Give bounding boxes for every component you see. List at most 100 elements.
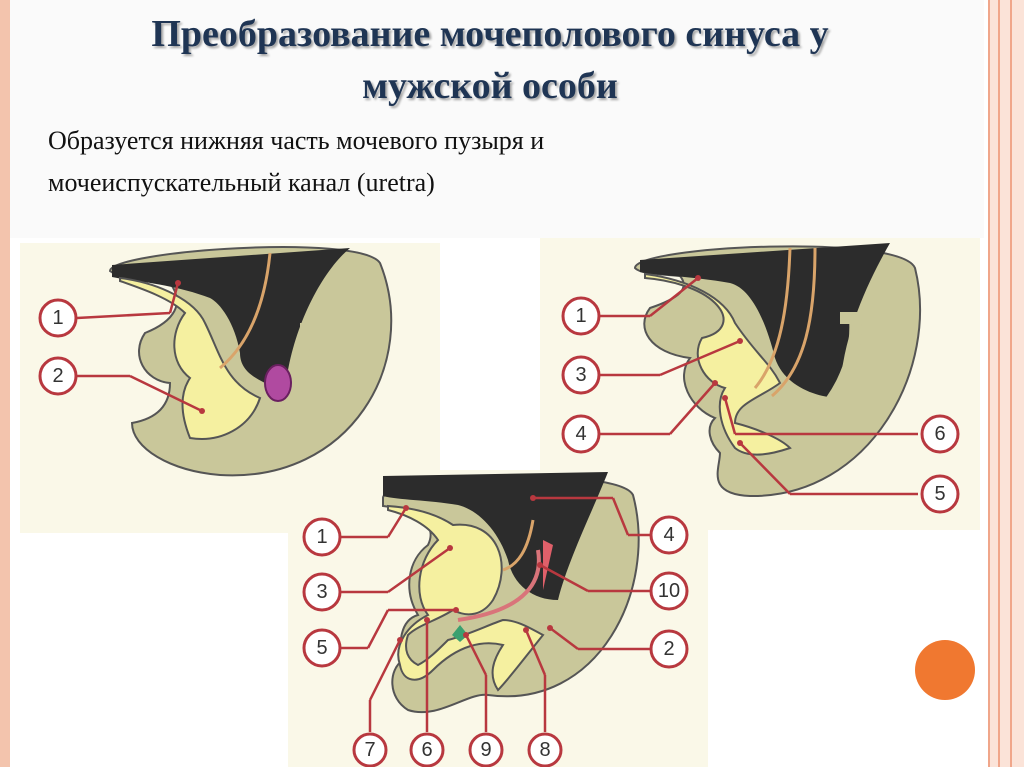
callout-circle — [38, 356, 78, 396]
callout-label: 6 — [421, 739, 432, 761]
seminal-vesicle — [543, 540, 553, 590]
callout-marker: 7 — [352, 732, 388, 767]
callout-marker: 6 — [409, 732, 445, 767]
callout-circle — [302, 517, 342, 557]
figure-top-left: 1 2 — [20, 243, 440, 533]
mesonephric-duct — [219, 252, 272, 370]
callout-label: 1 — [575, 305, 586, 327]
callout-label: 2 — [663, 638, 674, 660]
callout-label: 4 — [663, 524, 674, 546]
callout-dot-5 — [453, 607, 459, 613]
callout-label: 6 — [934, 423, 945, 445]
callout-dot-8 — [523, 627, 529, 633]
callout-marker: 2 — [649, 629, 689, 669]
callout-leader-1b — [649, 277, 699, 317]
slide-title-line-1: Преобразование мочеполового синуса у — [151, 13, 829, 55]
callout-label: 4 — [575, 423, 586, 445]
figure-bottom-center: 1 3 5 4 10 2 7 6 — [288, 470, 708, 767]
callout-dot-4 — [712, 380, 718, 386]
callout-circle — [352, 732, 388, 767]
callout-leader-2b — [549, 627, 579, 650]
body-text-line-1: Образуется нижняя часть мочевого пузыря … — [48, 126, 545, 155]
slide-title-line-2: мужской особи — [362, 65, 618, 107]
ejaculatory-duct — [457, 549, 541, 622]
callout-dot-9 — [463, 632, 469, 638]
slide-title: Преобразование мочеполового синуса у муж… — [40, 8, 940, 112]
callout-label: 10 — [658, 580, 680, 602]
callout-dot-1 — [403, 505, 409, 511]
rectum — [383, 472, 608, 600]
callout-leader-5b — [739, 442, 791, 495]
callout-marker: 10 — [649, 571, 689, 611]
mesonephric-duct — [753, 247, 792, 389]
callout-marker: 3 — [302, 572, 342, 612]
callout-marker: 1 — [38, 298, 78, 338]
callout-marker: 5 — [920, 474, 960, 514]
callout-dot-1 — [695, 275, 701, 281]
callout-marker: 2 — [38, 356, 78, 396]
prostate-gland — [452, 625, 468, 642]
callout-dot-2 — [547, 625, 553, 631]
callout-label: 3 — [316, 581, 327, 603]
orange-circle-icon — [915, 640, 975, 700]
gonad-nodule — [264, 364, 292, 402]
callout-label: 7 — [364, 739, 375, 761]
callout-label: 1 — [316, 526, 327, 548]
callout-leader-8b — [524, 629, 547, 676]
callout-circle — [649, 515, 689, 555]
callout-marker: 8 — [527, 732, 563, 767]
callout-marker: 1 — [302, 517, 342, 557]
callout-leader-3b — [659, 339, 741, 377]
callout-circle — [302, 628, 342, 668]
callout-leader-7b — [368, 639, 402, 701]
rectum — [640, 243, 890, 398]
slide-body-text: Образуется нижняя часть мочевого пузыря … — [48, 120, 748, 204]
ureter-tube — [539, 549, 595, 656]
callout-dot-3 — [447, 545, 453, 551]
callout-circle — [649, 571, 689, 611]
callout-dot-3 — [737, 338, 743, 344]
callout-label: 8 — [539, 739, 550, 761]
callout-circle — [527, 732, 563, 767]
callout-marker: 5 — [302, 628, 342, 668]
callout-leader-4b — [611, 497, 630, 536]
callout-marker: 9 — [468, 732, 504, 767]
callout-circle — [561, 355, 601, 395]
figure-top-right-drawing: 1 3 4 6 5 — [540, 238, 980, 530]
callout-circle — [561, 296, 601, 336]
callout-label: 2 — [52, 365, 63, 387]
callout-leader-1b — [168, 282, 180, 314]
callout-leader-2b — [129, 374, 203, 413]
slide-header-area — [10, 0, 984, 238]
callout-leader-1b — [386, 507, 408, 538]
callout-leader-6b — [723, 397, 737, 435]
ureter-tube — [786, 312, 862, 444]
callout-dot-2 — [199, 408, 205, 414]
callout-leader-1 — [76, 311, 171, 320]
callout-dot-6 — [722, 395, 728, 401]
callout-dot-4 — [530, 495, 536, 501]
callout-dot-1 — [175, 280, 181, 286]
slide-frame-right-stripes — [984, 0, 1024, 767]
ureter-tube — [286, 323, 321, 402]
callout-circle — [920, 414, 960, 454]
figure-bottom-center-drawing: 1 3 5 4 10 2 7 6 — [288, 470, 708, 767]
callout-label: 9 — [480, 739, 491, 761]
callout-circle — [649, 629, 689, 669]
callout-dot-7 — [397, 637, 403, 643]
callout-leader-9b — [464, 634, 488, 676]
callout-dot-6 — [424, 617, 430, 623]
body-text-line-2: мочеиспускательный канал (uretra) — [48, 168, 435, 197]
mesonephric-duct-2 — [771, 247, 817, 398]
callout-circle — [409, 732, 445, 767]
callout-leader-5b — [366, 609, 390, 649]
callout-leader-4b — [669, 382, 716, 435]
callout-dot-10 — [537, 562, 543, 568]
figure-top-left-drawing: 1 2 — [20, 243, 440, 533]
callout-circle — [468, 732, 504, 767]
slide-frame-left — [0, 0, 10, 767]
callout-leader-10b — [539, 563, 589, 593]
callout-marker: 4 — [561, 414, 601, 454]
mesonephric-duct — [502, 519, 535, 572]
urogenital-sinus — [387, 504, 545, 692]
